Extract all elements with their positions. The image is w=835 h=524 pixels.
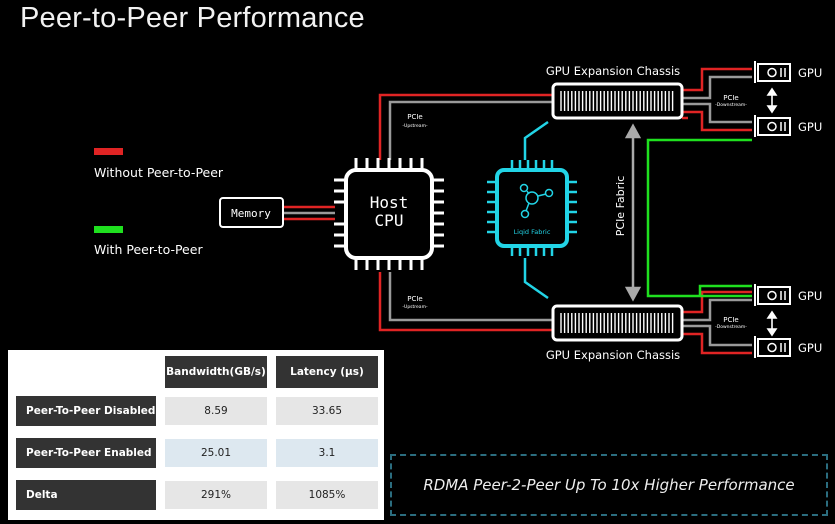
cpu-bottom-chassis-links: [378, 272, 553, 332]
legend-label-without-p2p: Without Peer-to-Peer: [94, 165, 224, 180]
p2p-green-path-short: [698, 284, 752, 296]
rdma-callout-text: RDMA Peer-2-Peer Up To 10x Higher Perfor…: [423, 476, 795, 494]
legend-swatch-with-p2p: [94, 226, 123, 233]
table-header-bandwidth: Bandwidth(GB/s): [165, 356, 267, 388]
gpu-card-icon: GPU: [754, 61, 822, 83]
pcie-fabric-arrow: [624, 123, 642, 302]
cpu-label-line1: Host: [370, 193, 409, 212]
table-row-label-disabled: Peer-To-Peer Disabled: [16, 396, 156, 426]
pcie-downstream-top: PCIe: [723, 94, 738, 102]
fabric-network-icon: [519, 183, 554, 219]
gpu-label: GPU: [798, 66, 822, 80]
table-cell-disabled-latency: 33.65: [276, 397, 378, 425]
gpu-pair-arrows: [766, 87, 778, 337]
pcie-downstream-top-sub: -Downstream-: [715, 102, 747, 108]
gpu-card-icon: GPU: [754, 284, 822, 306]
bottom-chassis-gpu-links: [682, 290, 752, 355]
p2p-green-path: [646, 138, 752, 298]
gpu-card-icon: GPU: [754, 115, 822, 137]
table-row-label-enabled: Peer-To-Peer Enabled: [16, 438, 156, 468]
table-header-latency: Latency (µs): [276, 356, 378, 388]
liqid-fabric-chip: Liqid Fabric: [487, 160, 577, 256]
performance-table: Bandwidth(GB/s) Latency (µs) Peer-To-Pee…: [8, 350, 384, 520]
table-cell-enabled-latency: 3.1: [276, 439, 378, 467]
table-cell-delta-bandwidth: 291%: [165, 481, 267, 509]
page-title: Peer-to-Peer Performance: [20, 2, 365, 34]
table-cell-enabled-bandwidth: 25.01: [165, 439, 267, 467]
chassis-top-label: GPU Expansion Chassis: [546, 64, 680, 78]
gpu-chassis-top: GPU Expansion Chassis: [546, 64, 684, 120]
cpu-label-line2: CPU: [375, 211, 404, 230]
rdma-callout: RDMA Peer-2-Peer Up To 10x Higher Perfor…: [390, 454, 828, 516]
pcie-upstream-top-sub: -Upstream-: [402, 123, 428, 129]
memory-box: Memory: [219, 197, 284, 228]
table-row-label-delta: Delta: [16, 480, 156, 510]
memory-cpu-links: [283, 205, 335, 221]
pcie-upstream-top: PCIe: [407, 113, 422, 121]
gpu-chassis-bottom: GPU Expansion Chassis: [546, 304, 684, 362]
chassis-bottom-label: GPU Expansion Chassis: [546, 348, 680, 362]
legend-swatch-without-p2p: [94, 148, 123, 155]
fabric-chip-label: Liqid Fabric: [514, 228, 551, 236]
table-cell-delta-latency: 1085%: [276, 481, 378, 509]
legend-label-with-p2p: With Peer-to-Peer: [94, 242, 203, 257]
gpu-label: GPU: [798, 341, 822, 355]
pcie-fabric-label: PCIe Fabric: [614, 176, 627, 237]
cpu-top-chassis-links: [378, 93, 553, 160]
gpu-label: GPU: [798, 289, 822, 303]
table-cell-disabled-bandwidth: 8.59: [165, 397, 267, 425]
memory-label: Memory: [231, 207, 271, 220]
pcie-downstream-bottom: PCIe: [723, 316, 738, 324]
gpu-label: GPU: [798, 120, 822, 134]
fabric-chassis-links: [523, 120, 549, 300]
pcie-downstream-bottom-sub: -Downstream-: [715, 324, 747, 330]
pcie-upstream-bottom-sub: -Upstream-: [402, 304, 428, 310]
gpu-card-icon: GPU: [754, 336, 822, 358]
host-cpu-chip: Host CPU: [334, 158, 444, 270]
pcie-upstream-bottom: PCIe: [407, 295, 422, 303]
top-chassis-gpu-links: [682, 67, 752, 132]
